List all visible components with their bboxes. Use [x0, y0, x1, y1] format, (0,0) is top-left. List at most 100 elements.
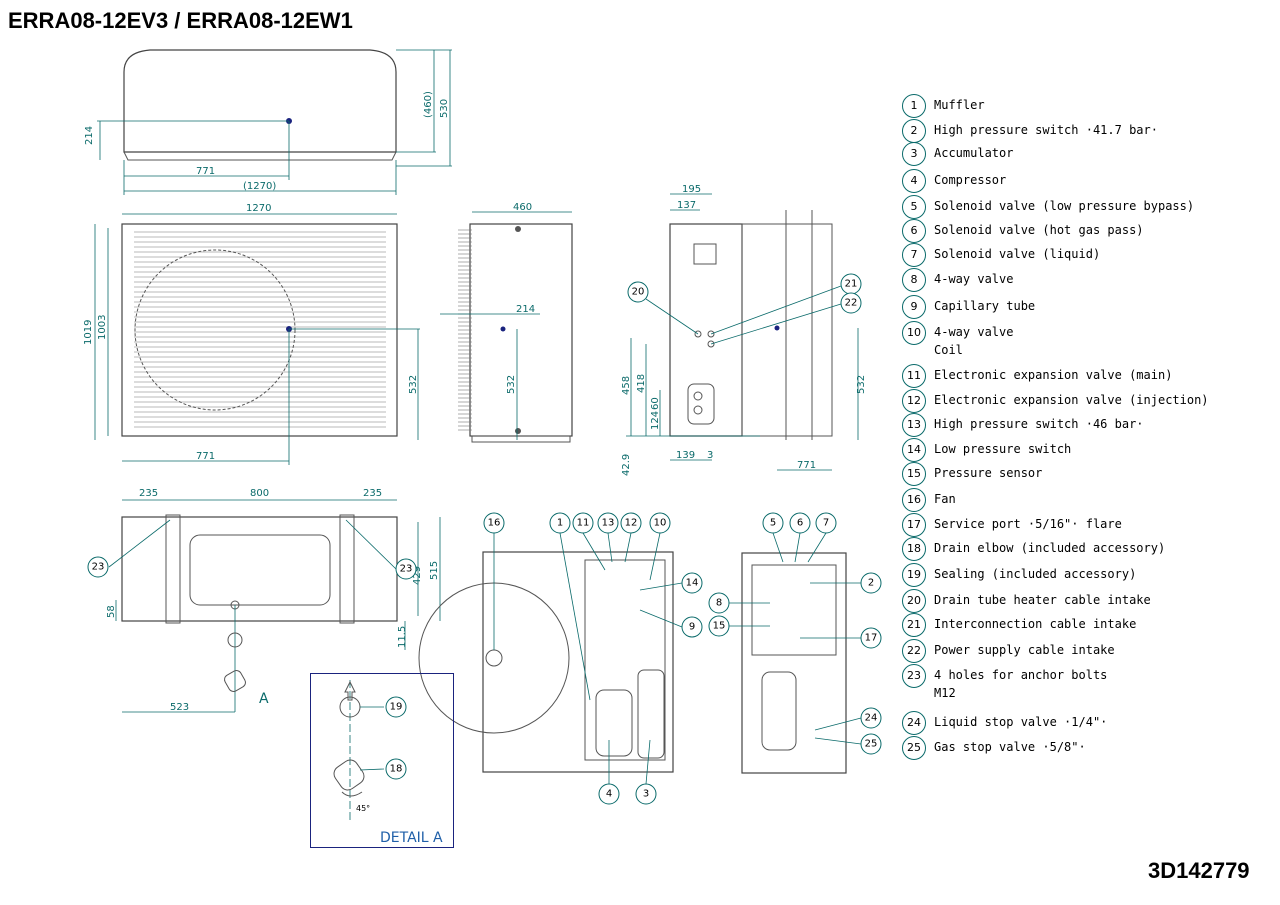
right-view-pipes-area — [741, 223, 833, 437]
callout-24-label: 24 — [865, 713, 878, 724]
callout-5-circle — [762, 512, 784, 534]
right-cg-marker — [774, 325, 780, 331]
side-bolt-top — [515, 226, 521, 232]
legend-text: Low pressure switch — [934, 442, 1072, 456]
leader-7 — [807, 532, 827, 563]
leader-13 — [607, 532, 613, 563]
dim-right-60: 60 — [650, 397, 661, 410]
leader-10 — [649, 532, 661, 581]
dim-side-214: 214 — [516, 304, 535, 315]
legend-number: 21 — [902, 613, 926, 637]
dim-bottom-429: 429 — [412, 566, 423, 585]
callout-2-circle — [860, 572, 882, 594]
leader-5 — [772, 532, 784, 563]
callout-4: 4 — [598, 740, 620, 805]
callout-9: 9 — [639, 609, 703, 638]
dim-front-1003: 1003 — [97, 315, 108, 340]
legend-number: 6 — [902, 219, 926, 243]
callout-6-circle — [789, 512, 811, 534]
legend-text: 4-way valve — [934, 272, 1014, 286]
callout-3-label: 3 — [643, 789, 649, 800]
legend-number: 19 — [902, 563, 926, 587]
leader-21 — [710, 285, 842, 335]
callout-22-circle — [840, 292, 862, 314]
callout-15-label: 15 — [713, 621, 726, 632]
legend-text: Sealing (included accessory) — [934, 567, 1137, 581]
callout-19: 19 — [385, 696, 407, 718]
callout-20: 20 — [627, 281, 699, 335]
legend-text: Drain elbow (included accessory) — [934, 541, 1166, 555]
dim-bottom-515: 515 — [429, 561, 440, 580]
callout-9-circle — [681, 616, 703, 638]
callout-23a: 23 — [87, 519, 171, 578]
callout-23a-circle — [87, 556, 109, 578]
legend-text: 4 holes for anchor bolts — [934, 668, 1108, 682]
callout-8-circle — [708, 592, 730, 614]
leader-25 — [814, 737, 862, 745]
legend-number: 7 — [902, 243, 926, 267]
callout-12-circle — [620, 512, 642, 534]
callout-9-label: 9 — [689, 622, 695, 633]
legend-number: 11 — [902, 364, 926, 388]
callout-14-circle — [681, 572, 703, 594]
compressor-shape — [595, 689, 633, 757]
callout-22: 22 — [710, 292, 862, 345]
accumulator-shape — [637, 669, 665, 759]
callout-10-circle — [649, 512, 671, 534]
detail-angle-label: 45° — [356, 804, 370, 813]
callout-5: 5 — [762, 512, 784, 563]
callout-19-label: 19 — [390, 702, 403, 713]
callout-3: 3 — [635, 739, 657, 805]
dim-top-530: 530 — [439, 99, 450, 118]
dim-right-137: 137 — [677, 200, 696, 211]
dim-right-3: 3 — [707, 450, 713, 461]
callout-23b-circle — [395, 558, 417, 580]
callout-25: 25 — [814, 733, 882, 755]
leader-20 — [645, 298, 699, 335]
legend-text: Accumulator — [934, 146, 1014, 160]
dim-right-418: 418 — [636, 374, 647, 393]
callout-6-label: 6 — [797, 518, 803, 529]
callout-2-label: 2 — [868, 578, 874, 589]
legend-text: Muffler — [934, 98, 985, 112]
callout-3-circle — [635, 783, 657, 805]
legend-text: Solenoid valve (liquid) — [934, 247, 1101, 261]
side-bolt-bottom — [515, 428, 521, 434]
intake-22 — [707, 340, 715, 348]
callout-12-label: 12 — [625, 518, 638, 529]
view-marker-a: A — [259, 691, 269, 707]
legend-text: Pressure sensor — [934, 466, 1043, 480]
right-view-valve-block — [687, 383, 715, 425]
legend-text: Solenoid valve (hot gas pass) — [934, 223, 1144, 237]
callout-23b-label: 23 — [400, 564, 413, 575]
dim-bottom-235a: 235 — [139, 488, 158, 499]
callout-6: 6 — [789, 512, 811, 563]
dim-front-532: 532 — [408, 375, 419, 394]
legend-text: High pressure switch ·41.7 bar· — [934, 123, 1158, 137]
leader-1 — [559, 532, 591, 701]
leader-18 — [359, 768, 385, 771]
dim-right-532: 532 — [856, 375, 867, 394]
legend-text: Service port ·5/16"· flare — [934, 517, 1122, 531]
callout-17: 17 — [800, 627, 882, 649]
callout-1-circle — [549, 512, 571, 534]
dim-front-1270: 1270 — [246, 203, 271, 214]
leader-3 — [645, 739, 651, 785]
bottom-view-rail-right — [339, 514, 355, 624]
legend-number: 9 — [902, 295, 926, 319]
legend-text: 4-way valve — [934, 325, 1014, 339]
leader-9 — [639, 609, 683, 628]
right-view-panel — [693, 243, 717, 265]
detail-drain-elbow — [333, 759, 365, 791]
callout-18-circle — [385, 758, 407, 780]
dim-right-42-9: 42.9 — [621, 454, 632, 476]
legend-number: 2 — [902, 119, 926, 143]
drain-elbow — [224, 670, 246, 692]
document-number: 3D142779 — [1148, 858, 1250, 883]
side-cg-marker — [500, 326, 506, 332]
callout-14: 14 — [639, 572, 703, 594]
legend-text-continued: M12 — [934, 686, 956, 700]
intake-20 — [694, 330, 702, 338]
leader-23a — [108, 519, 171, 568]
callout-2: 2 — [810, 572, 882, 594]
